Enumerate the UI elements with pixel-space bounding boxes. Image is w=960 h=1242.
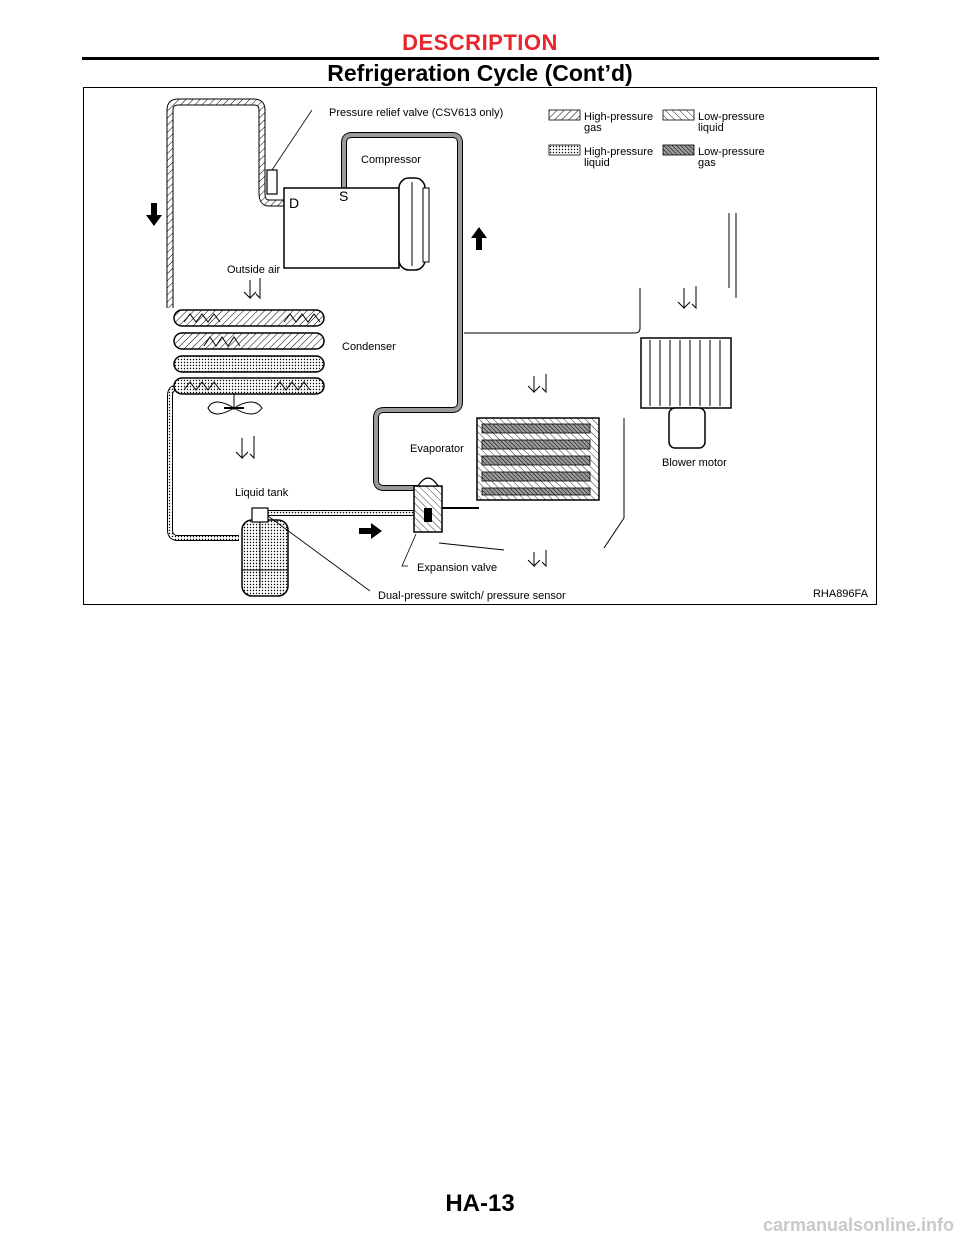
compressor bbox=[283, 177, 430, 271]
dual-pressure-label: Dual-pressure switch/ pressure sensor bbox=[378, 590, 566, 602]
leader-dual-pressure bbox=[267, 515, 371, 592]
figure-code: RHA896FA bbox=[812, 588, 868, 600]
watermark: carmanualsonline.info bbox=[762, 1215, 954, 1235]
page-number: HA-13 bbox=[445, 1190, 515, 1217]
flow-arrow-up bbox=[471, 227, 487, 250]
pipe-hp-gas bbox=[167, 99, 284, 308]
legend-hp-gas-line1: High-pressure bbox=[584, 111, 653, 123]
legend-swatch-lp-liquid bbox=[662, 109, 695, 121]
blower bbox=[640, 337, 732, 449]
condenser-label: Condenser bbox=[342, 341, 396, 353]
evaporator-housing bbox=[438, 213, 737, 551]
legend-lp-liquid-line2: liquid bbox=[698, 122, 724, 134]
air-flow-arrows bbox=[235, 278, 697, 568]
evaporator bbox=[476, 417, 600, 501]
legend-lp-liquid-line1: Low-pressure bbox=[698, 111, 765, 123]
condenser-fan bbox=[207, 393, 263, 415]
condenser bbox=[173, 309, 325, 395]
expansion-valve-label: Expansion valve bbox=[417, 562, 497, 574]
relief-valve-shape bbox=[266, 169, 278, 195]
section-heading: DESCRIPTION bbox=[402, 30, 558, 55]
outside-air-label: Outside air bbox=[227, 264, 281, 276]
leader-expansion-valve bbox=[401, 533, 417, 567]
flow-arrow-right bbox=[359, 523, 382, 539]
legend-lp-gas-line1: Low-pressure bbox=[698, 146, 765, 158]
legend-swatch-lp-gas bbox=[662, 144, 695, 156]
page-title: Refrigeration Cycle (Cont’d) bbox=[327, 60, 633, 86]
liquid-tank bbox=[241, 507, 289, 597]
pipe-lp-gas bbox=[342, 133, 462, 490]
relief-valve-label: Pressure relief valve (CSV613 only) bbox=[329, 107, 503, 119]
compressor-discharge-label: D bbox=[289, 195, 299, 211]
legend-lp-gas-line2: gas bbox=[698, 157, 716, 169]
legend-hp-liquid-line1: High-pressure bbox=[584, 146, 653, 158]
legend-swatch-hp-liquid bbox=[548, 144, 581, 156]
compressor-label: Compressor bbox=[361, 154, 421, 166]
compressor-suction-label: S bbox=[339, 188, 348, 204]
evaporator-label: Evaporator bbox=[410, 443, 464, 455]
header-rule bbox=[82, 57, 879, 60]
refrigeration-cycle-figure: High-pressure gas Low-pressure liquid Hi… bbox=[83, 87, 877, 605]
liquid-tank-label: Liquid tank bbox=[235, 487, 289, 499]
expansion-valve bbox=[413, 477, 479, 533]
legend-hp-liquid-line2: liquid bbox=[584, 157, 610, 169]
legend-swatch-hp-gas bbox=[548, 109, 581, 121]
refrigeration-diagram: High-pressure gas Low-pressure liquid Hi… bbox=[146, 98, 765, 602]
blower-motor-label: Blower motor bbox=[662, 457, 727, 469]
legend-hp-gas-line2: gas bbox=[584, 122, 602, 134]
legend: High-pressure gas Low-pressure liquid Hi… bbox=[548, 109, 765, 169]
leader-relief-valve bbox=[271, 109, 313, 171]
flow-arrow-down bbox=[146, 203, 162, 226]
